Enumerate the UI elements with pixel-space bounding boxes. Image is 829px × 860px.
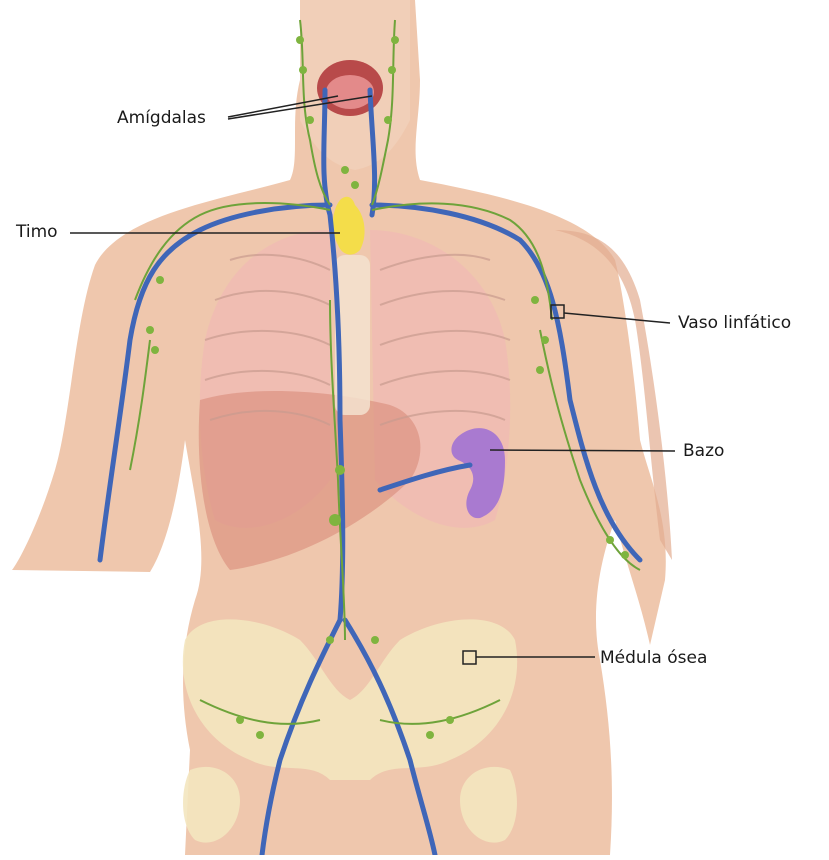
label-tonsils: Amígdalas xyxy=(117,108,206,128)
label-lymph-vessel: Vaso linfático xyxy=(678,313,791,333)
label-spleen: Bazo xyxy=(683,441,724,461)
label-bone-marrow: Médula ósea xyxy=(600,648,707,668)
label-thymus: Timo xyxy=(16,222,58,242)
mouth-inner xyxy=(326,75,374,109)
